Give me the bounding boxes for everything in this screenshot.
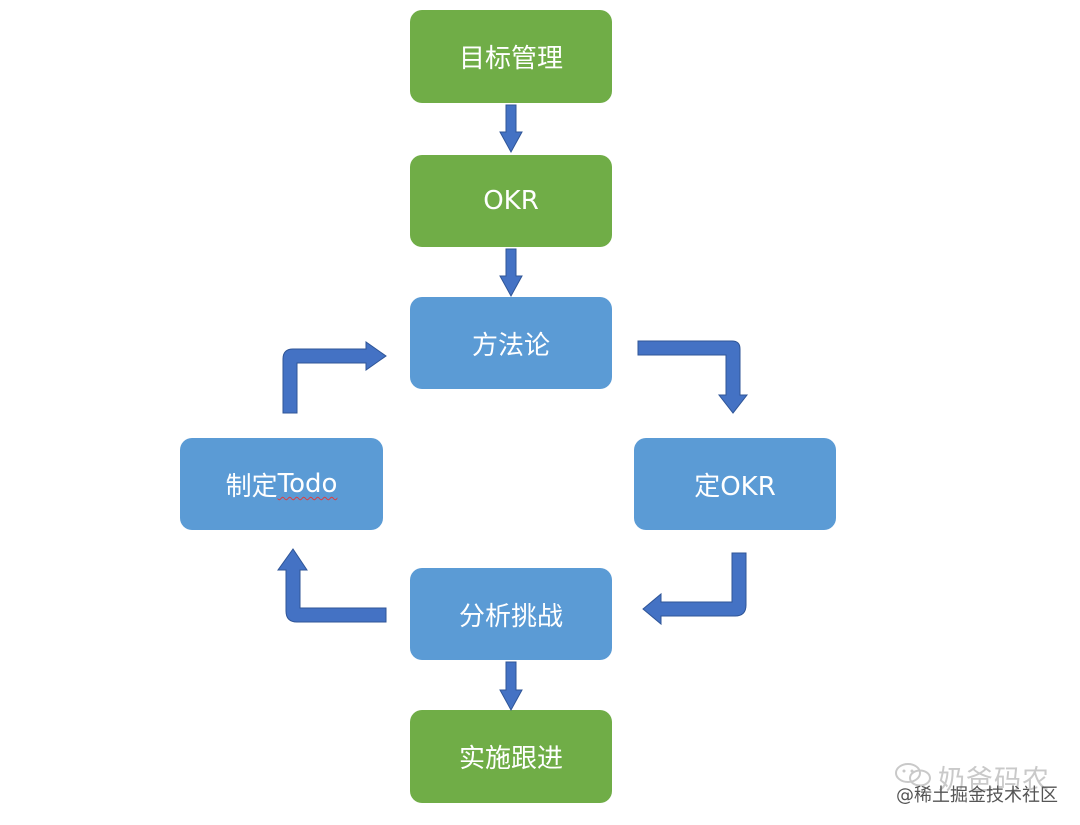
node-okr: OKR	[410, 155, 612, 247]
arrow-todo-to-methodology	[282, 341, 387, 414]
node-goal-management-label: 目标管理	[458, 44, 563, 74]
node-analyze-challenges-label: 分析挑战	[458, 601, 563, 632]
node-set-okr: 定OKR	[634, 438, 836, 530]
node-goal-management: 目标管理	[410, 10, 612, 103]
arrow-analyze-to-follow-up	[499, 661, 523, 712]
arrow-analyze-to-todo	[277, 548, 387, 623]
arrow-okr-to-methodology	[499, 248, 523, 298]
node-follow-up: 实施跟进	[410, 710, 612, 803]
node-methodology-label: 方法论	[471, 330, 550, 361]
node-methodology: 方法论	[410, 297, 612, 389]
watermark-community: @稀土掘金技术社区	[896, 785, 1058, 806]
node-okr-label: OKR	[483, 186, 539, 216]
arrow-methodology-to-set-okr	[637, 340, 749, 414]
node-follow-up-label: 实施跟进	[458, 744, 563, 774]
arrow-set-okr-to-analyze	[642, 552, 747, 626]
node-set-okr-label: 定OKR	[694, 471, 776, 502]
arrow-goal-to-okr	[499, 104, 523, 154]
node-make-todo-prefix: 制定	[225, 471, 278, 502]
watermark-brand: 奶爸码农	[938, 765, 1050, 796]
node-analyze-challenges: 分析挑战	[410, 568, 612, 660]
node-make-todo-word: Todo	[277, 469, 338, 499]
wechat-icon	[895, 763, 931, 787]
